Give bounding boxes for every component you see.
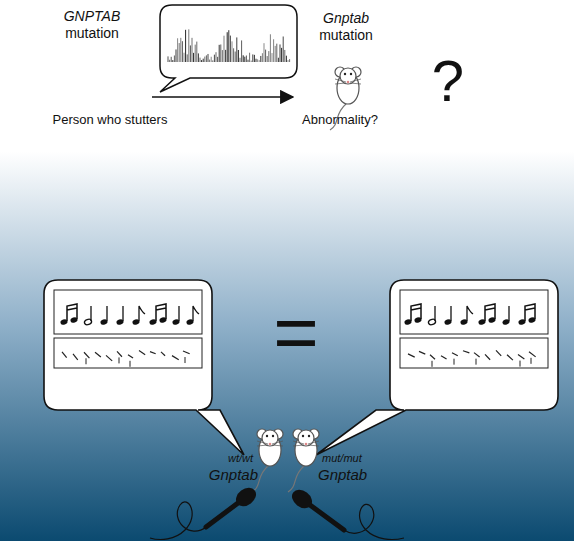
label: mutation (65, 25, 119, 41)
label: Person who stutters (53, 113, 168, 128)
label: GNPTAB (64, 8, 121, 24)
label: ? (432, 48, 464, 115)
label: Abnormality? (302, 113, 378, 128)
microphone (288, 486, 404, 539)
label: = (273, 288, 319, 378)
label: Gnptab (318, 466, 367, 483)
microphone (150, 484, 260, 539)
label: Gnptab (323, 10, 369, 26)
label: Gnptab (209, 466, 258, 483)
label: wt/wt (228, 452, 253, 465)
label: mut/mut (322, 452, 362, 465)
spectrogram (168, 29, 290, 62)
label: mutation (319, 27, 373, 43)
